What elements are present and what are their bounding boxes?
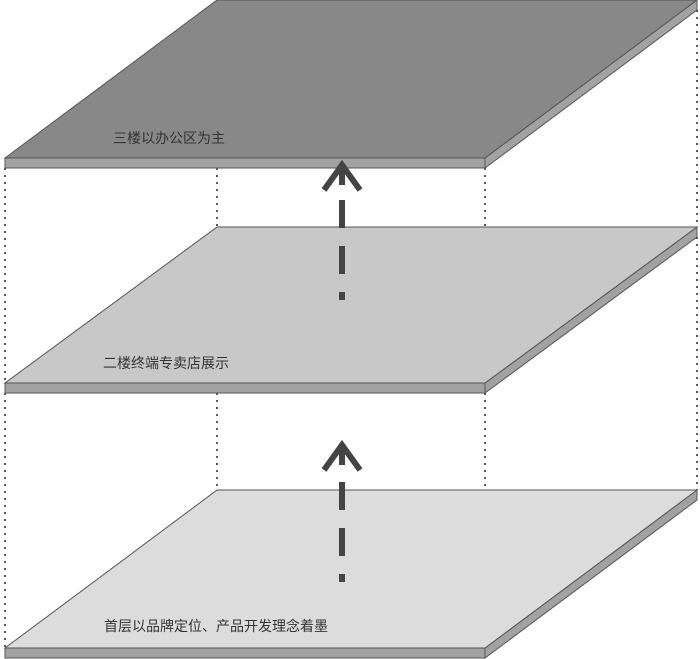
arrow-up-icon [321, 439, 363, 582]
floor-slab [3, 226, 699, 394]
slab-front-edge [4, 157, 486, 169]
slab-top [3, 226, 699, 384]
slab-top [3, 489, 699, 649]
arrow-up-icon [321, 159, 363, 300]
slab-top [3, 0, 698, 159]
floor-slab [3, 0, 698, 169]
floor-2-label: 二楼终端专卖店展示 [103, 356, 229, 372]
floor-slab [3, 489, 699, 659]
slab-front-edge [4, 647, 486, 659]
floor-3-label: 三楼以办公区为主 [113, 131, 225, 147]
slab-front-edge [4, 382, 486, 394]
floor-1-label: 首层以品牌定位、产品开发理念着墨 [104, 619, 328, 635]
